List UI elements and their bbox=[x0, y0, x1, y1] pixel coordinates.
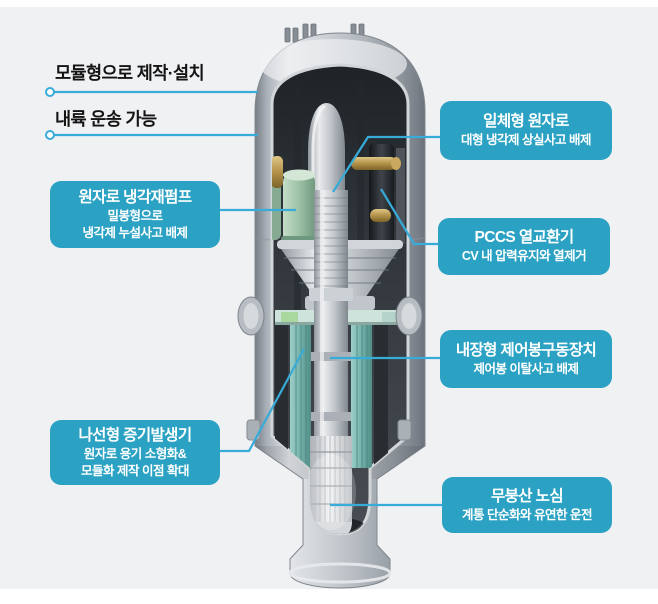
callout-steam-generator-sub1: 원자로 용기 소형화& bbox=[83, 447, 187, 462]
leader-dot-modular bbox=[45, 87, 55, 97]
brass-pin bbox=[272, 156, 283, 188]
callout-pccs: PCCS 열교환기 CV 내 압력유지와 열제거 bbox=[438, 218, 610, 275]
leader-dot-transport bbox=[45, 130, 55, 140]
reactor-internals bbox=[272, 80, 405, 534]
leader-steam-generator bbox=[220, 348, 305, 453]
vessel-side-flanges bbox=[237, 296, 423, 441]
callout-steam-generator-sub2: 모듈화 제작 이점 확대 bbox=[81, 463, 189, 478]
callout-boron-free-core-title: 무붕산 노심 bbox=[490, 487, 564, 505]
pccs-graphic bbox=[351, 144, 405, 246]
callout-coolant-pump-title: 원자로 냉각재펌프 bbox=[78, 188, 193, 206]
control-rod-column bbox=[309, 190, 353, 440]
leader-lines bbox=[45, 87, 442, 507]
fuel-core-graphic bbox=[306, 436, 366, 534]
callout-coolant-pump: 원자로 냉각재펌프 밀봉형으로 냉각제 누설사고 배제 bbox=[50, 181, 220, 248]
callout-steam-generator-title: 나선형 증기발생기 bbox=[78, 426, 193, 444]
label-inland-transport: 내륙 운송 가능 bbox=[55, 109, 157, 129]
label-modular-fabrication: 모듈형으로 제작·설치 bbox=[55, 63, 205, 83]
callout-crdm-title: 내장형 제어봉구동장치 bbox=[455, 341, 597, 359]
callout-integral-reactor: 일체형 원자로 대형 냉각제 상실사고 배제 bbox=[440, 101, 612, 160]
callout-steam-generator: 나선형 증기발생기 원자로 용기 소형화& 모듈화 제작 이점 확대 bbox=[50, 420, 220, 485]
callout-boron-free-core-sub1: 계통 단순화와 유연한 운전 bbox=[462, 507, 592, 522]
callout-pccs-title: PCCS 열교환기 bbox=[474, 229, 574, 247]
callout-coolant-pump-sub2: 냉각제 누설사고 배제 bbox=[82, 225, 188, 240]
leader-integral-reactor bbox=[332, 135, 440, 193]
leader-pccs bbox=[380, 188, 438, 246]
callout-pccs-sub1: CV 내 압력유지와 열제거 bbox=[461, 249, 587, 264]
callout-integral-reactor-sub1: 대형 냉각제 상실사고 배제 bbox=[461, 133, 591, 148]
callout-crdm: 내장형 제어봉구동장치 제어봉 이탈사고 배제 bbox=[440, 330, 612, 388]
callout-crdm-sub1: 제어봉 이탈사고 배제 bbox=[473, 361, 579, 376]
callout-coolant-pump-sub1: 밀봉형으로 bbox=[107, 209, 163, 224]
callout-integral-reactor-title: 일체형 원자로 bbox=[483, 113, 569, 131]
callout-boron-free-core: 무붕산 노심 계통 단순화와 유연한 운전 bbox=[442, 477, 612, 533]
steam-generator-graphic bbox=[275, 325, 388, 468]
